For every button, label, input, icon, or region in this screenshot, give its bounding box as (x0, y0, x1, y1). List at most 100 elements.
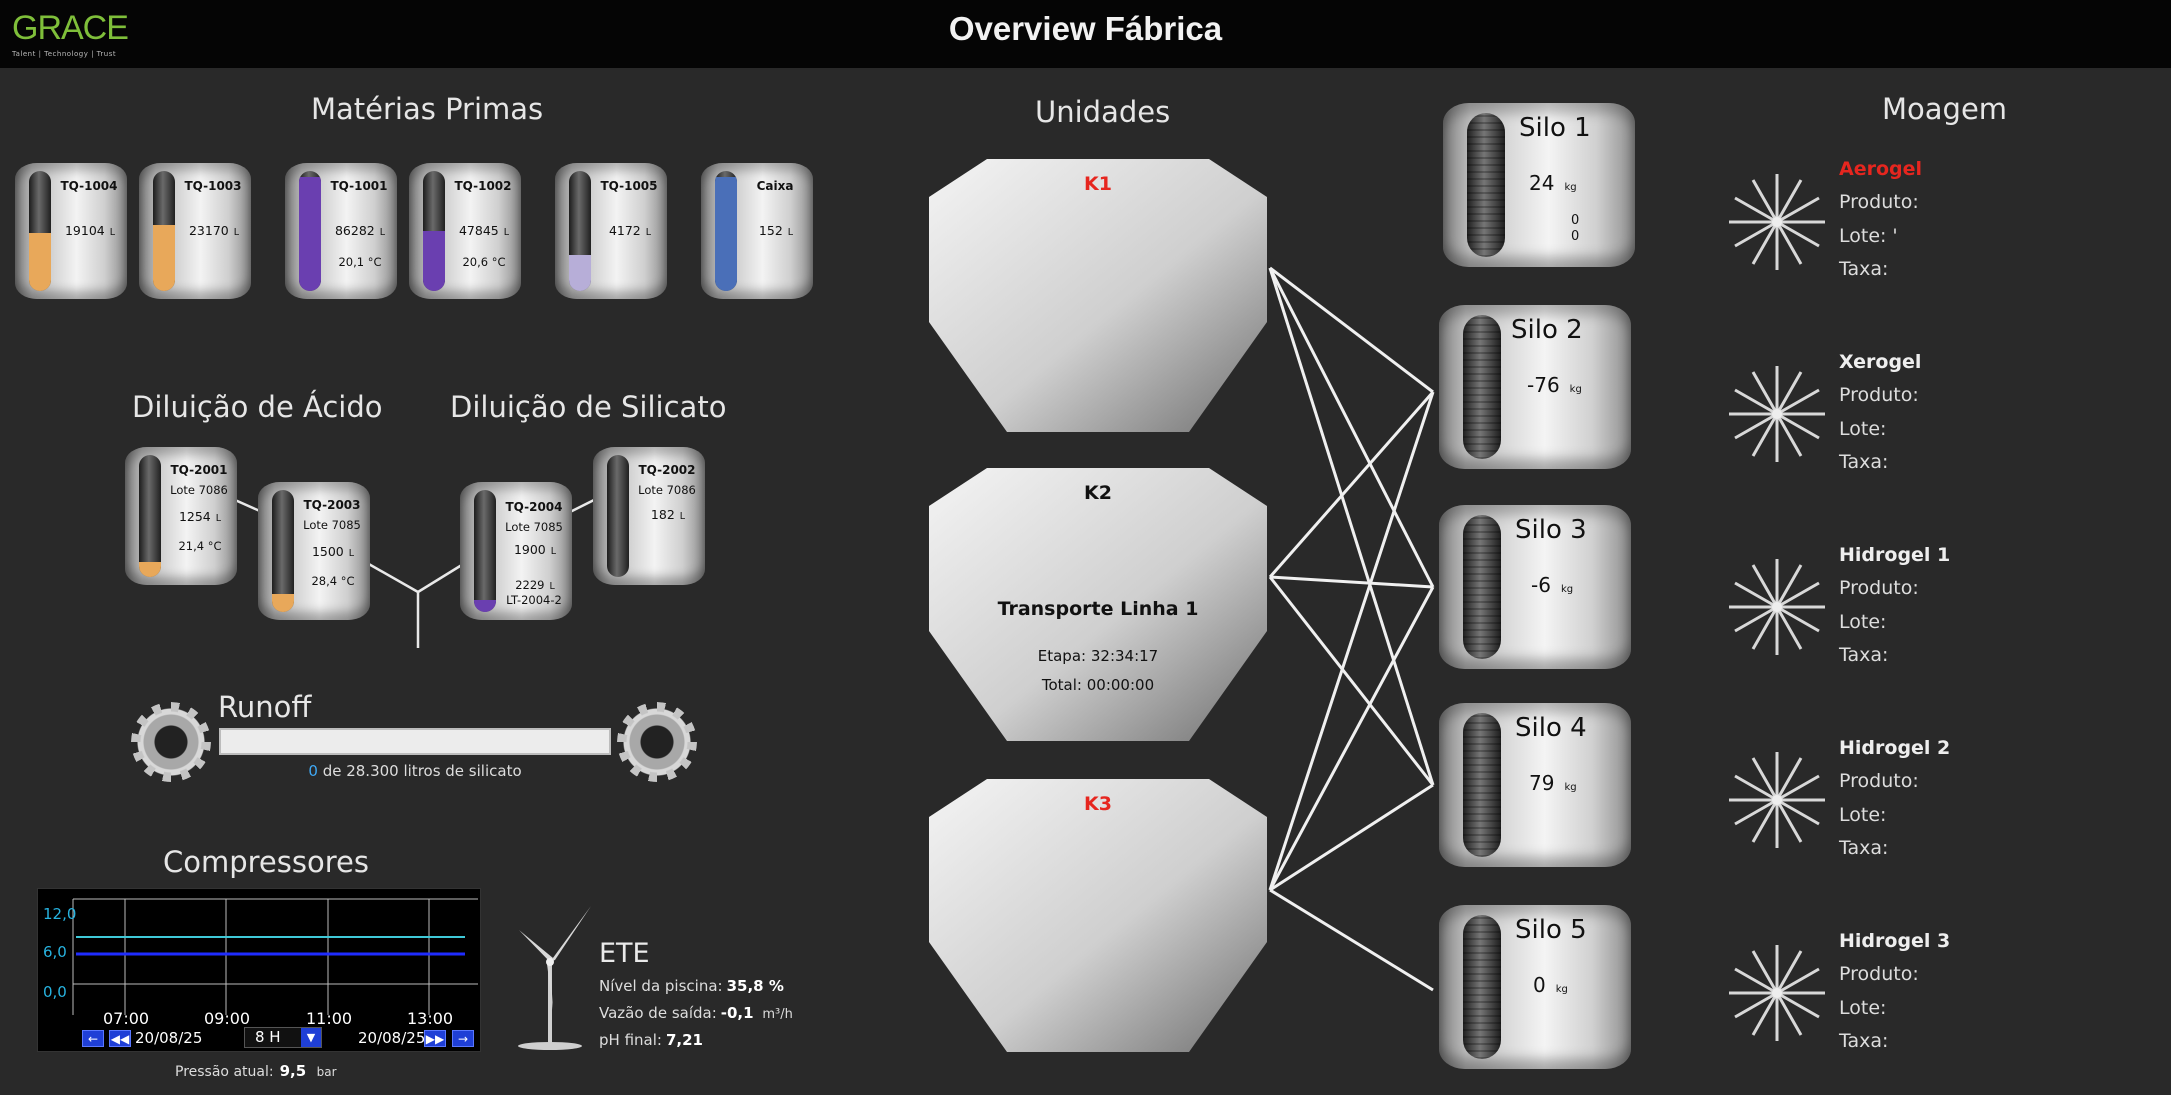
mill-lote-label: Lote: (1839, 997, 1887, 1019)
mill-lote-label: Lote: (1839, 611, 1887, 633)
trend-x-tick: 11:00 (306, 1009, 353, 1028)
unit-k3[interactable]: K3 (928, 777, 1268, 1055)
mill-produto-label: Produto: (1839, 191, 1919, 213)
tank-level-gauge (272, 490, 294, 612)
mill-rotor-icon (1729, 752, 1825, 848)
chevron-down-icon[interactable]: ▼ (301, 1028, 321, 1047)
unit-k1[interactable]: K1 (928, 157, 1268, 435)
tank-level-gauge (153, 171, 175, 291)
mill-lote-label: Lote: (1839, 804, 1887, 826)
tank-lote: Lote 7086 (638, 483, 696, 497)
mill-taxa-label: Taxa: (1839, 1030, 1889, 1052)
tank-level-fill (29, 233, 51, 291)
tank-temperature: 20,6 °C (462, 255, 506, 269)
trend-x-tick: 09:00 (204, 1009, 251, 1028)
header-bar: GRACE Talent | Technology | Trust Overvi… (0, 0, 2171, 68)
scroll-back-icon[interactable]: ← (82, 1030, 104, 1047)
tank-level-gauge (299, 171, 321, 291)
time-range-select[interactable]: 8 H ▼ (244, 1027, 322, 1048)
compressor-trend-chart[interactable]: 12,0 6,0 0,0 07:00 09:00 11:00 13:00 (37, 888, 481, 1052)
section-title-unidades: Unidades (1035, 95, 1171, 129)
tank-level-fill (569, 255, 591, 291)
tank-level-gauge (139, 455, 161, 577)
tank-level-fill (423, 231, 445, 291)
tank-level-gauge (607, 455, 629, 577)
fast-forward-icon[interactable]: ▶▶ (424, 1030, 446, 1047)
rewind-icon[interactable]: ◀◀ (109, 1030, 131, 1047)
runoff-status-text: 0 de 28.300 litros de silicato (219, 762, 611, 780)
ete-vazao-row: Vazão de saída:-0,1 m³/h (599, 1004, 793, 1022)
hopper-k3-shape (929, 779, 1267, 1052)
tank-level-gauge (569, 171, 591, 291)
section-title-diluicao-acido: Diluição de Ácido (132, 390, 383, 424)
tank-temperature: 20,1 °C (338, 255, 382, 269)
mill-rotor-icon (1729, 559, 1825, 655)
mill-name: Hidrogel 1 (1839, 544, 1951, 566)
logo-tagline: Talent | Technology | Trust (12, 50, 117, 58)
scroll-forward-icon[interactable]: → (452, 1030, 474, 1047)
unit-k2[interactable]: K2 Transporte Linha 1 Etapa: 32:34:17 To… (928, 466, 1268, 744)
mill-rotor-icon (1729, 945, 1825, 1041)
mill-produto-label: Produto: (1839, 384, 1919, 406)
silo-level-gauge (1463, 515, 1501, 659)
tank-name: TQ-1002 (454, 179, 512, 193)
unit-total-time: Total: 00:00:00 (1041, 676, 1155, 694)
wind-turbine-icon (518, 906, 591, 1050)
current-pressure: Pressão atual:9,5 bar (175, 1062, 337, 1080)
trend-plot (72, 898, 478, 1015)
silo-name: Silo 3 (1515, 515, 1587, 545)
section-title-materias-primas: Matérias Primas (311, 92, 544, 126)
mill-name: Aerogel (1839, 158, 1923, 180)
hopper-k1-shape (929, 159, 1267, 432)
tank-level-gauge (474, 490, 496, 612)
page-title: Overview Fábrica (948, 10, 1223, 47)
trend-end-date: 20/08/25 (358, 1029, 426, 1047)
tank-temperature: 21,4 °C (178, 539, 222, 553)
tank-name: Caixa (756, 179, 794, 193)
mill-name: Xerogel (1839, 351, 1922, 373)
silo-name: Silo 1 (1519, 113, 1591, 143)
tank-name: TQ-2002 (638, 463, 696, 477)
tank-level-fill (299, 177, 321, 291)
silo-sub-value: 0 (1571, 213, 1580, 228)
silo-level-gauge (1463, 915, 1501, 1059)
silo-level-gauge (1463, 315, 1501, 459)
mill-rotor-icon (1729, 174, 1825, 270)
tank-lote: Lote 7086 (170, 483, 228, 497)
time-range-value: 8 H (255, 1028, 281, 1046)
tank-level-fill (139, 562, 161, 577)
runoff-progress-bar (219, 728, 611, 755)
tank-secondary-lote: LT-2004-2 (506, 593, 562, 607)
hopper-k2-shape (929, 468, 1267, 741)
tank-name: TQ-1003 (184, 179, 242, 193)
unit-label: K2 (1084, 482, 1112, 504)
section-title-moagem: Moagem (1882, 92, 2008, 126)
section-title-runoff: Runoff (218, 690, 312, 724)
mill-name: Hidrogel 3 (1839, 930, 1951, 952)
mill-lote-label: Lote:' (1839, 225, 1898, 247)
silo-name: Silo 4 (1515, 713, 1587, 743)
tank-level-fill (272, 593, 294, 612)
